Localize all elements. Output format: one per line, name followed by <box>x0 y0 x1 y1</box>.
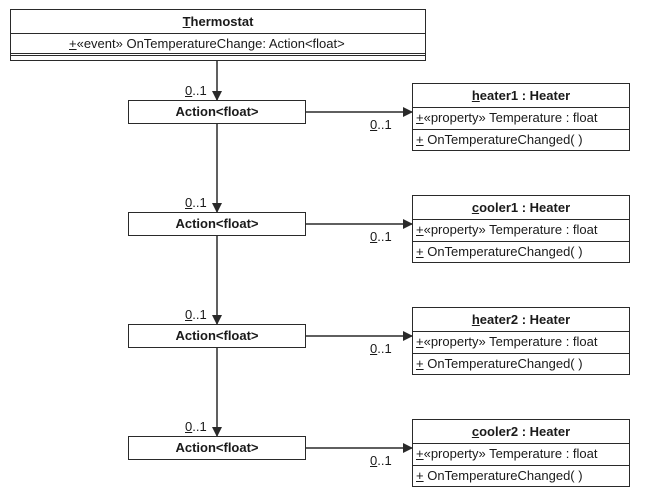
method-on-temperature-changed: + OnTemperatureChanged( ) <box>416 468 583 483</box>
multiplicity-vertical-3: 0..1 <box>185 307 207 322</box>
object-heater1: heater1 : Heater +«property» Temperature… <box>412 83 630 151</box>
multiplicity-horizontal-1: 0..1 <box>370 117 392 132</box>
object-title: heater1 : Heater <box>413 84 629 108</box>
multiplicity-vertical-2: 0..1 <box>185 195 207 210</box>
action-node-1: Action<float> <box>128 100 306 124</box>
method-on-temperature-changed: + OnTemperatureChanged( ) <box>416 356 583 371</box>
object-cooler1: cooler1 : Heater +«property» Temperature… <box>412 195 630 263</box>
multiplicity-horizontal-4: 0..1 <box>370 453 392 468</box>
object-cooler2: cooler2 : Heater +«property» Temperature… <box>412 419 630 487</box>
multiplicity-vertical-4: 0..1 <box>185 419 207 434</box>
object-title: cooler1 : Heater <box>413 196 629 220</box>
action-node-4: Action<float> <box>128 436 306 460</box>
object-title: heater2 : Heater <box>413 308 629 332</box>
thermostat-class: Thermostat +«event» OnTemperatureChange:… <box>10 9 426 61</box>
property-temperature: +«property» Temperature : float <box>413 108 629 130</box>
thermostat-event-member: +«event» OnTemperatureChange: Action<flo… <box>11 34 425 56</box>
method-on-temperature-changed: + OnTemperatureChanged( ) <box>416 132 583 147</box>
multiplicity-vertical-1: 0..1 <box>185 83 207 98</box>
thermostat-title: Thermostat <box>11 10 425 34</box>
action-node-3: Action<float> <box>128 324 306 348</box>
method-on-temperature-changed: + OnTemperatureChanged( ) <box>416 244 583 259</box>
property-temperature: +«property» Temperature : float <box>413 220 629 242</box>
action-node-2: Action<float> <box>128 212 306 236</box>
multiplicity-horizontal-3: 0..1 <box>370 341 392 356</box>
property-temperature: +«property» Temperature : float <box>413 444 629 466</box>
object-heater2: heater2 : Heater +«property» Temperature… <box>412 307 630 375</box>
multiplicity-horizontal-2: 0..1 <box>370 229 392 244</box>
object-title: cooler2 : Heater <box>413 420 629 444</box>
property-temperature: +«property» Temperature : float <box>413 332 629 354</box>
